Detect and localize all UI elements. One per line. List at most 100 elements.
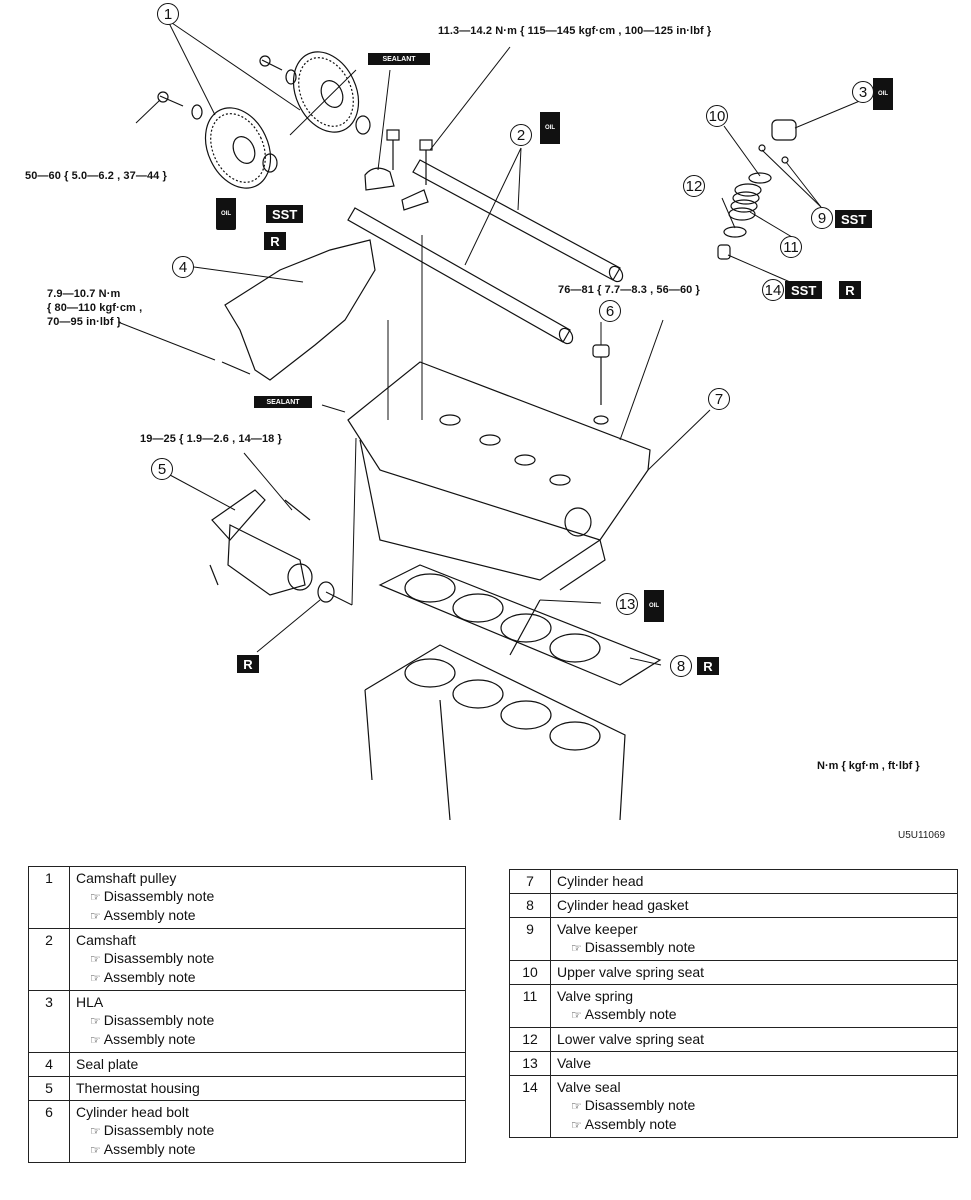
part-number: 8 [509, 893, 551, 918]
pointing-hand-icon: ☞ [90, 1143, 101, 1157]
camshaft-pulley-right [292, 51, 360, 133]
note-label: Assembly note [103, 907, 196, 923]
oil-can-icon: OIL [216, 198, 236, 230]
note-link[interactable]: ☞Assembly note [76, 906, 459, 925]
valve-train-parts [717, 119, 797, 260]
pointing-hand-icon: ☞ [571, 1099, 582, 1113]
cylinder-head-bolt [592, 344, 610, 425]
sst-tag: SST [785, 281, 823, 299]
part-description: Upper valve spring seat [550, 960, 958, 985]
part-name: Camshaft pulley [76, 870, 177, 886]
pointing-hand-icon: ☞ [571, 1118, 582, 1132]
note-link[interactable]: ☞Disassembly note [557, 1096, 951, 1115]
replace-tag: R [697, 657, 719, 675]
sst-tag: SST [266, 205, 304, 223]
exploded-view-diagram: 11.3—14.2 N·m { 115—145 kgf·cm , 100—125… [25, 3, 945, 841]
pointing-hand-icon: ☞ [90, 909, 101, 923]
camshaft-caps [364, 129, 433, 211]
note-link[interactable]: ☞Assembly note [76, 968, 459, 987]
note-link[interactable]: ☞Disassembly note [76, 949, 459, 968]
replace-tag: R [237, 655, 259, 673]
part-description: Cylinder head gasket [550, 893, 958, 918]
torque-label-head-bolt: 76—81 { 7.7—8.3 , 56—60 } [558, 284, 700, 296]
note-link[interactable]: ☞Disassembly note [557, 938, 951, 957]
diagram-artwork [117, 22, 875, 821]
torque-label-seal-plate-3: 70—95 in·lbf } [47, 316, 122, 328]
note-label: Disassembly note [103, 888, 215, 904]
part-number: 13 [509, 1051, 551, 1076]
part-description: Seal plate [69, 1052, 466, 1077]
camshafts [347, 159, 624, 345]
part-description: Valve seal☞Disassembly note☞Assembly not… [550, 1075, 958, 1138]
note-link[interactable]: ☞Assembly note [557, 1005, 951, 1024]
note-link[interactable]: ☞Assembly note [76, 1030, 459, 1049]
part-number: 11 [509, 984, 551, 1028]
part-name: HLA [76, 994, 104, 1010]
part-number: 12 [509, 1027, 551, 1052]
note-link[interactable]: ☞Assembly note [76, 1140, 459, 1159]
callout-12: 12 [683, 175, 705, 197]
oil-can-icon: OIL [644, 590, 664, 622]
note-label: Disassembly note [584, 1097, 696, 1113]
part-number: 6 [28, 1100, 70, 1163]
callout-5: 5 [151, 458, 173, 480]
part-name: Cylinder head bolt [76, 1104, 189, 1120]
part-number: 4 [28, 1052, 70, 1077]
part-description: Thermostat housing [69, 1076, 466, 1101]
callout-11: 11 [780, 236, 802, 258]
pointing-hand-icon: ☞ [90, 952, 101, 966]
sst-tag: SST [835, 210, 873, 228]
part-name: Cylinder head [557, 873, 644, 889]
note-label: Disassembly note [103, 950, 215, 966]
replace-tag: R [264, 232, 286, 250]
callout-6: 6 [599, 300, 621, 322]
callout-8: 8 [670, 655, 692, 677]
callout-4: 4 [172, 256, 194, 278]
note-link[interactable]: ☞Disassembly note [76, 1121, 459, 1140]
part-description: Cylinder head [550, 869, 958, 894]
pointing-hand-icon: ☞ [90, 890, 101, 904]
oil-can-icon: OIL [540, 112, 560, 144]
valve [509, 599, 541, 656]
note-label: Assembly note [103, 1031, 196, 1047]
cylinder-head [347, 361, 651, 591]
note-label: Assembly note [584, 1116, 677, 1132]
note-link[interactable]: ☞Disassembly note [76, 1011, 459, 1030]
pointing-hand-icon: ☞ [90, 1033, 101, 1047]
note-link[interactable]: ☞Assembly note [557, 1115, 951, 1134]
part-name: Valve seal [557, 1079, 621, 1095]
callout-2: 2 [510, 124, 532, 146]
pulley-bolts [157, 55, 371, 173]
callout-9: 9 [811, 207, 833, 229]
part-name: Camshaft [76, 932, 136, 948]
part-description: Valve [550, 1051, 958, 1076]
note-label: Assembly note [103, 969, 196, 985]
part-description: Valve keeper☞Disassembly note [550, 917, 958, 961]
callout-1: 1 [157, 3, 179, 25]
part-description: Valve spring☞Assembly note [550, 984, 958, 1028]
part-description: HLA☞Disassembly note☞Assembly note [69, 990, 466, 1053]
part-description: Camshaft☞Disassembly note☞Assembly note [69, 928, 466, 991]
part-description: Cylinder head bolt☞Disassembly note☞Asse… [69, 1100, 466, 1163]
sealant-icon: SEALANT [368, 53, 430, 65]
seal-plate [224, 239, 376, 381]
part-number: 9 [509, 917, 551, 961]
replace-tag: R [839, 281, 861, 299]
torque-label-camshaft-cap: 11.3—14.2 N·m { 115—145 kgf·cm , 100—125… [438, 25, 712, 37]
note-label: Disassembly note [103, 1012, 215, 1028]
part-description: Camshaft pulley☞Disassembly note☞Assembl… [69, 866, 466, 929]
part-name: Thermostat housing [76, 1080, 200, 1096]
note-label: Disassembly note [103, 1122, 215, 1138]
note-link[interactable]: ☞Disassembly note [76, 887, 459, 906]
